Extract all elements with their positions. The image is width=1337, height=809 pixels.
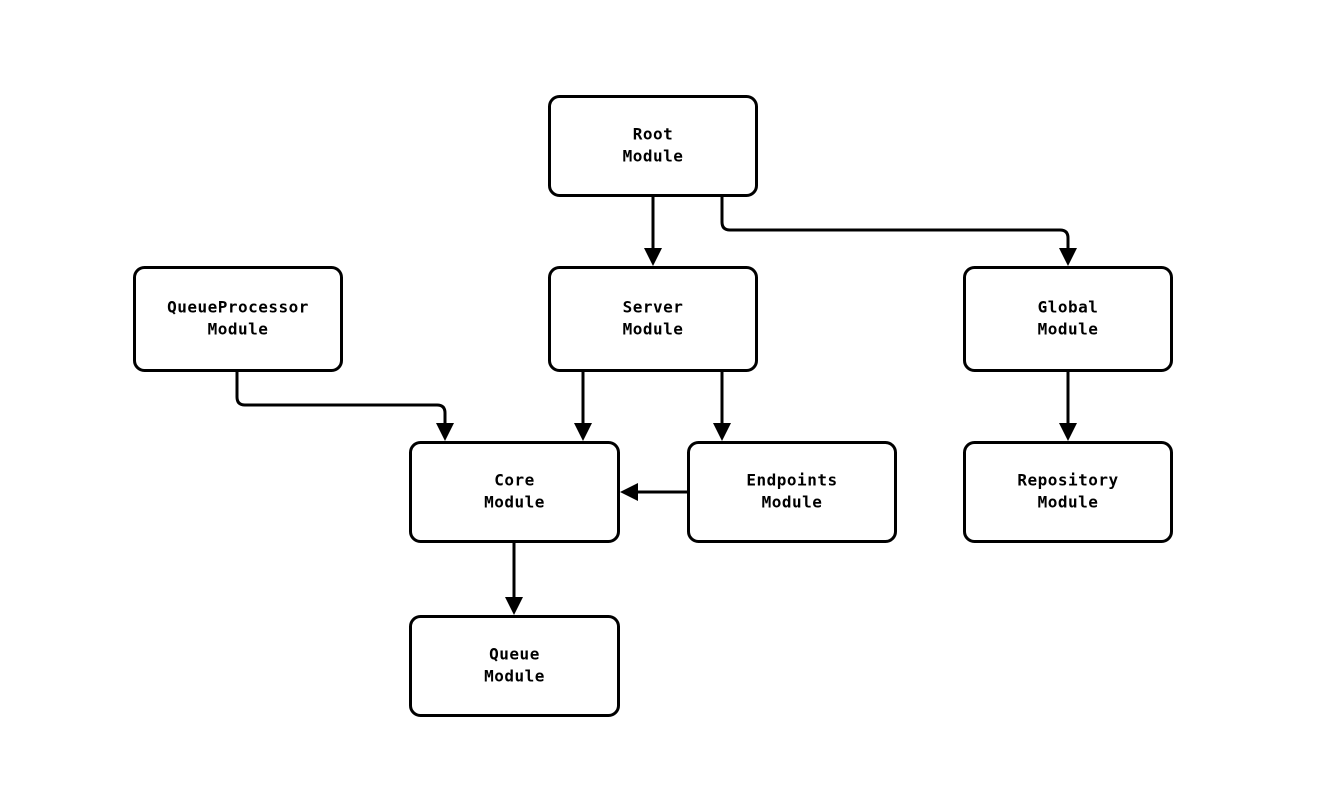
node-label-line1: QueueProcessor — [167, 298, 309, 317]
node-label-line2: Module — [1038, 493, 1099, 512]
arrowhead-icon — [713, 423, 731, 441]
node-box[interactable] — [687, 441, 897, 543]
edge-line — [235, 372, 447, 427]
node-label-line2: Module — [484, 667, 545, 686]
node-label-line2: Module — [623, 147, 684, 166]
node-box[interactable] — [963, 441, 1173, 543]
edge-root-to-server — [644, 197, 662, 266]
node-label-line1: Queue — [489, 645, 540, 664]
nodes-layer: RootModuleQueueProcessorModuleServerModu… — [133, 95, 1173, 717]
arrowhead-icon — [436, 423, 454, 441]
arrowhead-icon — [574, 423, 592, 441]
arrowhead-icon — [505, 597, 523, 615]
node-box[interactable] — [133, 266, 343, 372]
node-label-line1: Server — [623, 298, 684, 317]
node-label-line1: Global — [1038, 298, 1099, 317]
arrowhead-icon — [644, 248, 662, 266]
node-box[interactable] — [963, 266, 1173, 372]
edge-server-to-endpoints — [713, 372, 731, 441]
node-box[interactable] — [409, 615, 620, 717]
edge-endpoints-to-core — [620, 483, 687, 501]
edge-queueprocessor-to-core — [235, 372, 454, 441]
node-label-line2: Module — [762, 493, 823, 512]
arrowhead-icon — [1059, 423, 1077, 441]
node-label-line1: Repository — [1017, 471, 1118, 490]
node-label-line2: Module — [484, 493, 545, 512]
edge-line — [720, 197, 1070, 252]
node-label-line2: Module — [208, 320, 269, 339]
edge-core-to-queue — [505, 543, 523, 615]
edges-layer — [235, 197, 1077, 615]
node-box[interactable] — [548, 266, 758, 372]
edge-global-to-repository — [1059, 372, 1077, 441]
edge-server-to-core — [574, 372, 592, 441]
node-label-line2: Module — [1038, 320, 1099, 339]
node-label-line1: Endpoints — [746, 471, 837, 490]
node-label-line2: Module — [623, 320, 684, 339]
node-box[interactable] — [409, 441, 620, 543]
arrowhead-icon — [620, 483, 638, 501]
node-label-line1: Root — [633, 125, 674, 144]
arrowhead-icon — [1059, 248, 1077, 266]
edge-root-to-global — [720, 197, 1077, 266]
node-box[interactable] — [548, 95, 758, 197]
node-label-line1: Core — [494, 471, 535, 490]
